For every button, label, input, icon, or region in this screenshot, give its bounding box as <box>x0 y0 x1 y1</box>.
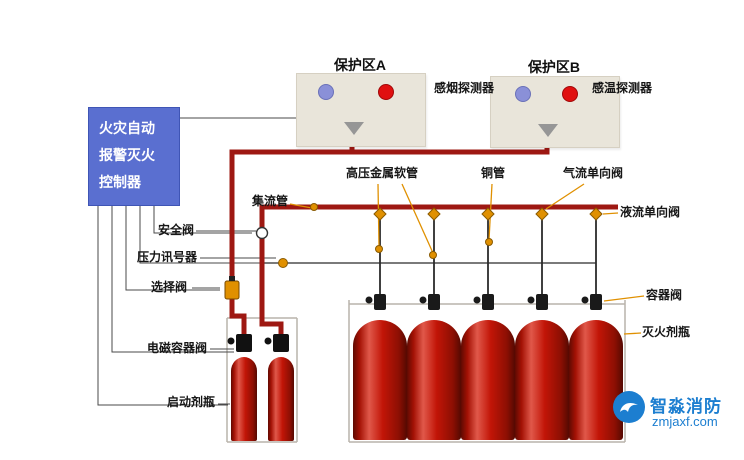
safety-valve-icon <box>255 226 269 240</box>
agent-cylinder <box>461 320 515 440</box>
label-selector-valve: 选择阀 <box>151 280 188 294</box>
agent-cylinder <box>515 320 569 440</box>
label-gas-check-valve: 气流单向阀 <box>563 166 624 180</box>
check-valve-icons <box>373 207 603 221</box>
agent-cylinder <box>569 320 623 440</box>
alarm-sounder-icon <box>344 122 364 135</box>
label-heat-detector: 感温探测器 <box>592 81 653 95</box>
label-liquid-check-valve: 液流单向阀 <box>620 205 681 219</box>
label-manifold: 集流管 <box>252 194 289 208</box>
label-safety-valve: 安全阀 <box>158 223 195 237</box>
starter-cylinder <box>231 357 257 441</box>
solenoid-valve-icons <box>227 334 289 352</box>
heat-detector-icon <box>562 86 578 102</box>
manifold-pipe <box>259 204 618 336</box>
agent-cylinder <box>353 320 407 440</box>
marker-dots <box>278 203 493 268</box>
controller-line2: 报警灭火 <box>99 147 155 163</box>
controller-line3: 控制器 <box>99 174 141 190</box>
zone-b-box <box>490 76 620 148</box>
controller-line1: 火灾自动 <box>99 120 155 136</box>
agent-cylinder <box>407 320 461 440</box>
label-container-valve: 容器阀 <box>646 288 683 302</box>
label-agent-bottle: 灭火剂瓶 <box>642 325 691 339</box>
zone-a-box <box>296 73 426 147</box>
fire-alarm-controller: 火灾自动 报警灭火 控制器 <box>88 107 180 206</box>
label-flex-hose: 高压金属软管 <box>346 166 419 180</box>
watermark-site: zmjaxf.com <box>652 414 718 429</box>
pressure-signal-icon <box>278 258 288 268</box>
smoke-detector-icon <box>515 86 531 102</box>
container-valve-icons <box>365 294 602 310</box>
label-solenoid-container-valve: 电磁容器阀 <box>147 341 208 355</box>
label-starter-bottle: 启动剂瓶 <box>167 395 216 409</box>
label-smoke-detector: 感烟探测器 <box>434 81 495 95</box>
alarm-to-starter-pipe <box>229 136 550 336</box>
zone-a-title: 保护区A <box>333 57 387 73</box>
starter-cylinder <box>268 357 294 441</box>
selector-valve-icon <box>224 276 240 300</box>
cylinder-rack-lines <box>226 300 626 443</box>
copper-risers <box>243 210 597 336</box>
smoke-detector-icon <box>318 84 334 100</box>
heat-detector-icon <box>378 84 394 100</box>
watermark-brand: 智淼消防 <box>650 397 722 416</box>
zhimiao-logo-icon <box>613 391 645 423</box>
label-copper-pipe: 铜管 <box>481 166 506 180</box>
label-pressure-signal: 压力讯号器 <box>137 250 198 264</box>
zone-b-title: 保护区B <box>527 59 581 75</box>
alarm-sounder-icon <box>538 124 558 137</box>
